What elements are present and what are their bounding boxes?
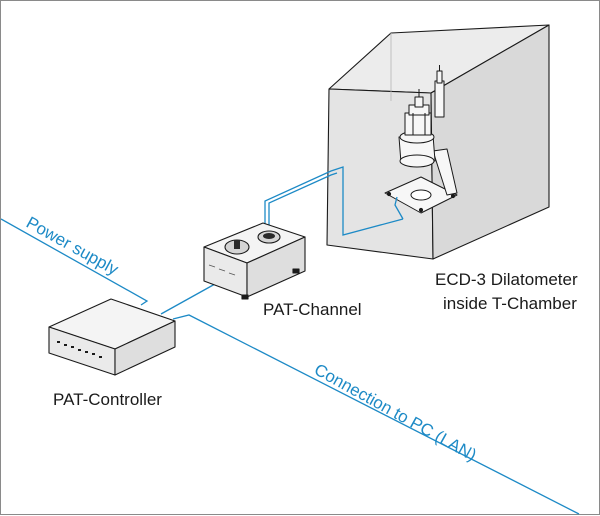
pat-controller-side [114,320,176,376]
pat-channel-label: PAT-Channel [263,300,362,319]
t-chamber [326,24,550,260]
lan-connection-label: Connection to PC (LAN) [311,360,480,465]
ecd3-dilatometer [384,65,458,214]
channel-to-chamber-cable-2 [268,172,338,227]
lan-cable [172,314,580,515]
power-supply-label: Power supply [23,213,122,279]
cables [1,166,580,515]
channel-to-chamber-cable-1 [264,166,404,236]
pat-channel-side [246,236,306,298]
power-supply-cable [1,218,149,306]
pat-controller-ports [57,341,102,358]
chamber-inner-cable [394,196,404,220]
pat-channel-device [203,222,306,300]
controller-to-channel-cable [160,283,216,315]
dilatometer-support-arm [432,148,458,196]
dilatometer-base-hole [410,189,432,201]
dilatometer-frame [404,112,432,136]
pat-controller-label: PAT-Controller [53,390,162,409]
pat-controller-device [48,298,176,376]
dilatometer-label-line1: ECD-3 Dilatometer [435,270,578,289]
dilatometer-sensor [434,80,445,118]
dilatometer-label-line2: inside T-Chamber [443,294,577,313]
